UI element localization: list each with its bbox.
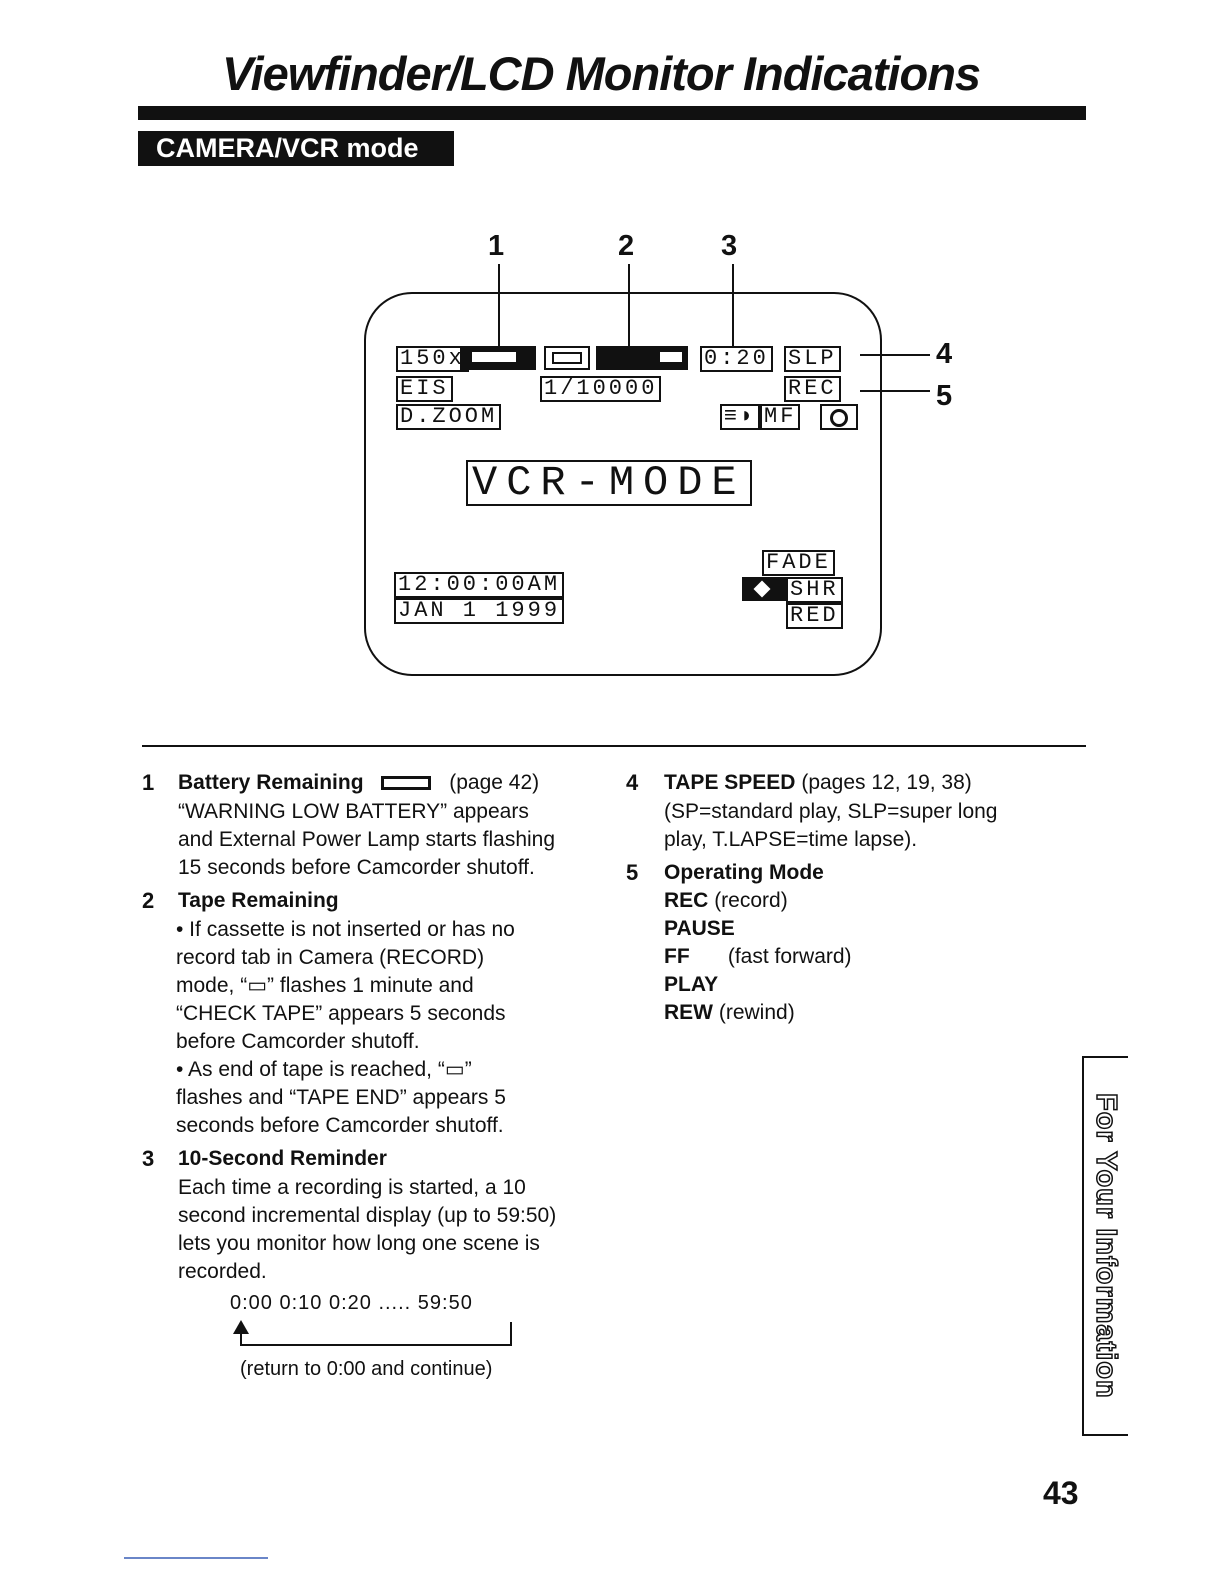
item-title: Operating Mode [664, 861, 824, 884]
item-title-text: Battery Remaining [178, 771, 364, 794]
mode-desc: (fast forward) [727, 945, 852, 968]
battery-icon [460, 346, 536, 370]
cassette-icon [544, 346, 590, 370]
reminder-timeline: 0:00 0:10 0:20 ..... 59:50 [230, 1292, 473, 1314]
mf-indicator: MF [760, 404, 801, 430]
callout-3: 3 [721, 230, 738, 262]
item-title: 10-Second Reminder [178, 1147, 387, 1170]
return-arrow-line [240, 1344, 512, 1346]
section-divider [142, 745, 1086, 747]
item-number: 4 [626, 770, 639, 795]
time-indicator: 12:00:00AM [394, 572, 565, 598]
item-bullet: • As end of tape is reached, “▭” flashes… [176, 1058, 506, 1137]
page-number: 43 [1043, 1475, 1079, 1511]
item-title: Tape Remaining [178, 889, 339, 912]
item-page-ref: (page 42) [449, 771, 540, 794]
mode-code: PLAY [664, 973, 719, 996]
return-note: (return to 0:00 and continue) [240, 1358, 493, 1380]
mode-desc: (record) [714, 889, 788, 912]
side-tab [1082, 1056, 1128, 1436]
callout-1: 1 [488, 230, 505, 262]
mode-code: FF [664, 945, 690, 968]
eis-indicator: EIS [396, 376, 453, 402]
item-number: 1 [142, 770, 155, 795]
mode-row: REC (record) [664, 889, 788, 913]
item-body: “WARNING LOW BATTERY” appears and Extern… [178, 800, 556, 879]
item-number: 3 [142, 1146, 155, 1171]
monitor-frame [364, 292, 882, 676]
item-page-ref: (pages 12, 19, 38) [801, 771, 972, 794]
item-bullet: • If cassette is not inserted or has no … [176, 918, 515, 1053]
mode-code: REC [664, 889, 709, 912]
rec-indicator: REC [784, 376, 841, 402]
title-rule [138, 106, 1086, 120]
battery-blink-icon [381, 776, 432, 791]
item-number: 5 [626, 860, 639, 885]
item-number: 2 [142, 888, 155, 913]
item-body: (SP=standard play, SLP=super long play, … [664, 800, 998, 851]
dzoom-indicator: D.ZOOM [396, 404, 502, 430]
mode-row: REW (rewind) [664, 1001, 795, 1025]
vcr-mode-indicator: VCR-MODE [466, 460, 752, 506]
zoom-indicator: 150x [396, 346, 469, 372]
callout-2: 2 [618, 230, 635, 262]
leader-line-2 [628, 264, 630, 348]
backlight-icon [820, 404, 858, 430]
mode-row: FF (fast forward) [664, 945, 852, 969]
focus-icon: ≡◗ [720, 404, 760, 430]
item-title-text: TAPE SPEED [664, 771, 796, 794]
item-title: TAPE SPEED (pages 12, 19, 38) [664, 771, 972, 795]
fade-indicator: FADE [762, 550, 835, 576]
counter-indicator: 0:20 [700, 346, 773, 372]
return-arrow-riser [510, 1322, 512, 1346]
date-indicator: JAN 1 1999 [394, 598, 565, 624]
wipe-icon [742, 577, 786, 601]
shr-indicator: SHR [786, 577, 843, 603]
item-title: Battery Remaining (page 42) [178, 771, 539, 795]
shutter-indicator: 1/10000 [540, 376, 662, 402]
tape-speed-indicator: SLP [784, 346, 841, 372]
footer-line [124, 1557, 268, 1559]
mode-row: PAUSE [664, 917, 735, 941]
side-tab-label: For Your Information [1089, 1092, 1123, 1399]
red-indicator: RED [786, 603, 843, 629]
page-title: Viewfinder/LCD Monitor Indications [222, 47, 981, 100]
leader-line-3 [732, 264, 734, 348]
return-arrowhead-icon [233, 1320, 249, 1334]
callout-5: 5 [936, 380, 953, 412]
callout-4: 4 [936, 338, 953, 370]
leader-line-1 [498, 264, 500, 348]
leader-line-4 [860, 354, 930, 356]
return-arrow-shaft [240, 1330, 242, 1346]
mode-code: REW [664, 1001, 713, 1024]
mode-row: PLAY [664, 973, 718, 997]
mode-code: PAUSE [664, 917, 735, 940]
mode-tab: CAMERA/VCR mode [138, 131, 454, 166]
leader-line-5 [860, 390, 930, 392]
item-body: Each time a recording is started, a 10 s… [178, 1176, 557, 1283]
tape-remaining-bar [596, 346, 688, 370]
mode-desc: (rewind) [718, 1001, 795, 1024]
